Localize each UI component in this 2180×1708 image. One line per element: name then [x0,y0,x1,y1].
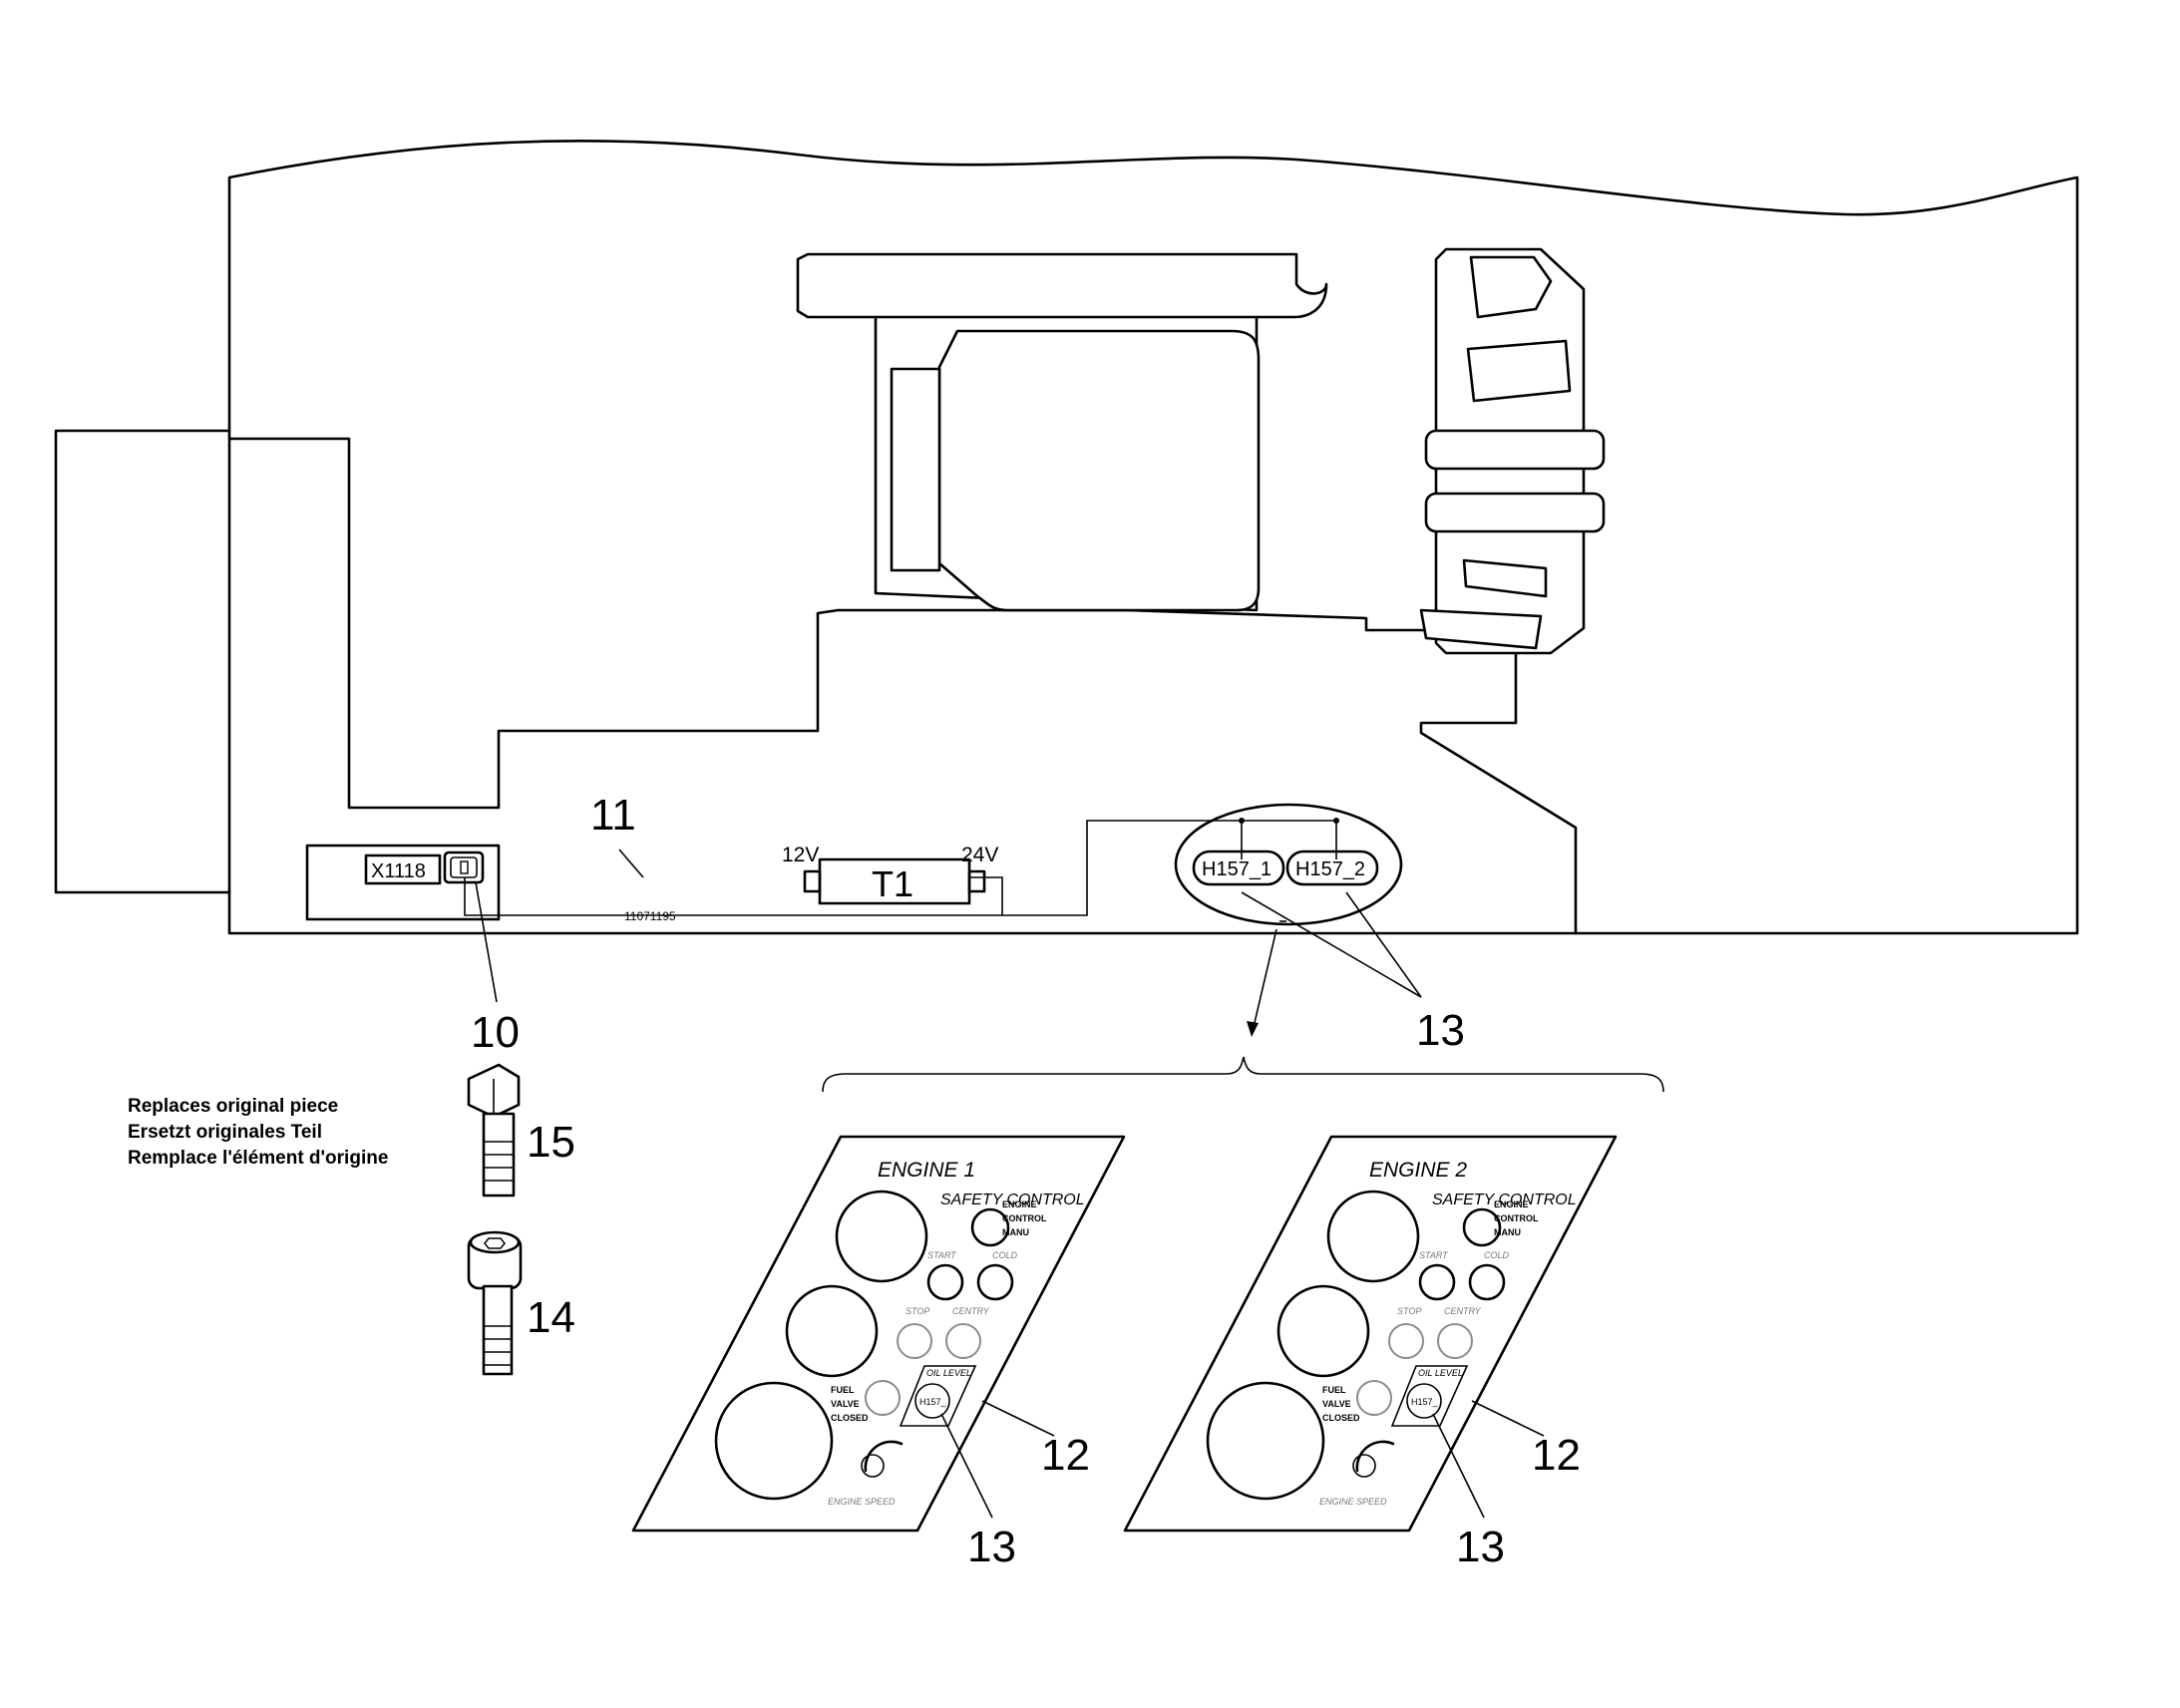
callout-15: 15 [527,1118,575,1167]
engine-speed-label: ENGINE SPEED [1319,1497,1387,1507]
engine-control-label: ENGINE [1494,1199,1529,1209]
socket-screw-14 [467,1230,523,1376]
cold-label: COLD [1484,1250,1510,1260]
panel-title: ENGINE 1 [878,1159,975,1182]
callout-13-top: 13 [1416,1006,1465,1055]
callout-13-left: 13 [967,1523,1016,1571]
callout-14: 14 [527,1293,575,1342]
control-panel-engine-2: ENGINE 2 SAFETY CONTROL ENGINE CONTROL M… [1123,1135,1618,1533]
closed-label: CLOSED [831,1413,869,1423]
centry-label: CENTRY [1444,1306,1482,1316]
hex-bolt-15 [467,1063,521,1197]
safety-control-label: SAFETY CONTROL [940,1192,1085,1208]
lamp-label-2: H157_2 [1295,858,1365,880]
fuel-label: FUEL [1322,1385,1346,1395]
callout-10: 10 [471,1008,520,1057]
cable-11 [464,820,1336,916]
connector-x1118: X1118 [364,851,485,885]
input-voltage: 12V [782,844,819,866]
start-label: START [1419,1250,1449,1260]
output-voltage: 24V [961,844,998,866]
callout-12-left: 12 [1041,1431,1090,1480]
replacement-note: Replaces original piece Ersetzt original… [128,1096,388,1169]
callout-11: 11 [590,791,636,840]
stop-label: STOP [906,1306,929,1316]
valve-label: VALVE [1322,1399,1351,1409]
engine-speed-label: ENGINE SPEED [828,1497,896,1507]
engine-control-label-3: MANU [1494,1227,1521,1237]
fuel-label: FUEL [831,1385,855,1395]
engine-control-label-3: MANU [1002,1227,1029,1237]
engine-control-label-2: CONTROL [1002,1213,1047,1223]
lamp-label: H157_ [1411,1397,1439,1407]
note-de: Ersetzt originales Teil [128,1122,322,1143]
cable-number: 11071195 [624,909,676,923]
engine-control-label-2: CONTROL [1494,1213,1539,1223]
centry-label: CENTRY [952,1306,990,1316]
callout-12-right: 12 [1532,1431,1581,1480]
wiring [305,818,1339,921]
stop-label: STOP [1397,1306,1421,1316]
oil-level-label: OIL LEVEL [1418,1368,1463,1378]
transformer-label: T1 [872,863,913,904]
callout-numbers: 11 10 13 15 14 12 13 12 13 [471,791,1581,1571]
engine-control-label: ENGINE [1002,1199,1037,1209]
lamp-label: H157_ [919,1397,947,1407]
machine-outline [54,139,2079,935]
control-panel-engine-1: ENGINE 1 SAFETY CONTROL ENGINE CONTROL M… [631,1135,1126,1533]
closed-label: CLOSED [1322,1413,1360,1423]
note-fr: Remplace l'élément d'origine [128,1148,388,1169]
oil-level-label: OIL LEVEL [926,1368,971,1378]
transformer-t1: T1 12V 24V [782,844,998,905]
callout-13-right: 13 [1456,1523,1505,1571]
start-label: START [927,1250,957,1260]
lamp-group: H157_1 H157_2 [1174,803,1403,926]
valve-label: VALVE [831,1399,860,1409]
lamp-label-1: H157_1 [1202,858,1272,880]
cold-label: COLD [992,1250,1018,1260]
connector-label: X1118 [371,860,426,882]
panel-title: ENGINE 2 [1369,1159,1467,1182]
leader-lines [475,849,1664,1519]
safety-control-label: SAFETY CONTROL [1432,1192,1577,1208]
note-en: Replaces original piece [128,1096,338,1117]
